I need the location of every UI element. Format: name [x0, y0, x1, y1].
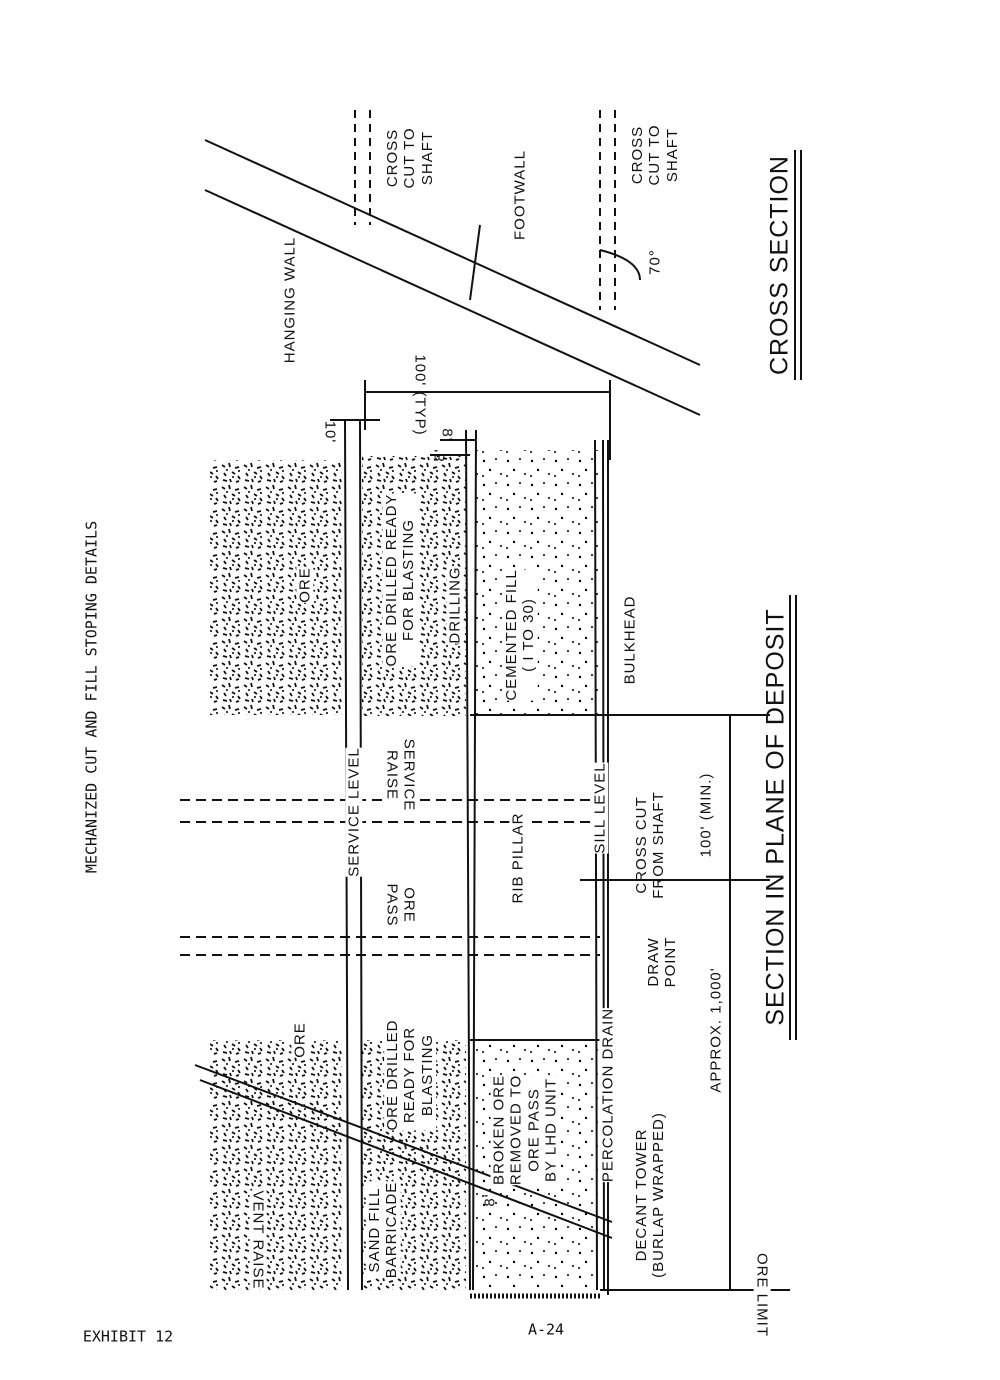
rib-pillar-label: RIB PILLAR [509, 812, 527, 904]
footwall-label: FOOTWALL [511, 150, 529, 240]
angle-label: 70° [646, 249, 664, 275]
ore-block-lower [210, 1040, 342, 1290]
decant-tower-label: DECANT TOWER (BURLAP WRAPPED) [632, 1112, 667, 1278]
service-raise-label: SERVICE RAISE [382, 738, 418, 812]
vent-raise-label: VENT RAISE [249, 1190, 267, 1290]
cross-cut-lower-label: CROSS CUT TO SHAFT [629, 124, 681, 186]
vein-hanging-wall [204, 139, 701, 416]
dim-100-min: 100' (MIN.) [697, 772, 715, 858]
dim-10: 10' [321, 420, 339, 444]
cross-cut-from-shaft-label: CROSS CUT FROM SHAFT [632, 791, 667, 899]
percolation-drain-label: PERCOLATION DRAIN [599, 1007, 617, 1183]
sand-fill-barricade-label: SAND FILL BARRICADE [365, 1181, 401, 1279]
ore-block-upper [210, 460, 342, 715]
page-number: A-24 [527, 1320, 565, 1339]
page-title: MECHANIZED CUT AND FILL STOPING DETAILS [82, 520, 101, 874]
ore-drilled-upper-label: ORE DRILLED READY FOR BLASTING [382, 493, 418, 667]
dim-8c: 8' [481, 1193, 499, 1207]
cross-cut-upper-label: CROSS CUT TO SHAFT [384, 127, 436, 189]
draw-point-label: DRAW POINT [644, 936, 679, 988]
cemented-fill-area [476, 450, 600, 715]
ore-drilled-lower-label: ORE DRILLED READY FOR BLASTING [384, 1019, 436, 1131]
vent-raise [194, 1064, 613, 1239]
exhibit-label: EXHIBIT 12 [82, 1327, 174, 1346]
ore-lower-label: ORE [291, 1022, 309, 1058]
broken-ore-label: BROKEN ORE REMOVED TO ORE PASS BY LHD UN… [490, 1074, 560, 1186]
ore-upper-label: ORE [296, 567, 314, 603]
dim-8a: 8' [438, 428, 456, 442]
service-level-label: SERVICE LEVEL [345, 747, 363, 877]
ore-limit-label: ORE LIMIT [753, 1252, 771, 1338]
hanging-wall-label: HANGING WALL [281, 236, 299, 364]
sill-level-label: SILL LEVEL [591, 762, 609, 854]
cemented-fill-label: CEMENTED FILL ( I TO 30) [502, 569, 538, 701]
ore-pass-label: ORE PASS [382, 883, 418, 927]
dim-8b: 8' [431, 448, 449, 462]
dim-100-typ: 100' (TYP) [411, 354, 429, 436]
drilling-label: DRILLING [446, 566, 464, 644]
approx-1000-label: APPROX. 1,000' [707, 967, 725, 1093]
cross-section-title: CROSS SECTION [765, 155, 794, 375]
section-plane-title: SECTION IN PLANE OF DEPOSIT [761, 608, 790, 1026]
bulkhead-label: BULKHEAD [621, 595, 639, 685]
